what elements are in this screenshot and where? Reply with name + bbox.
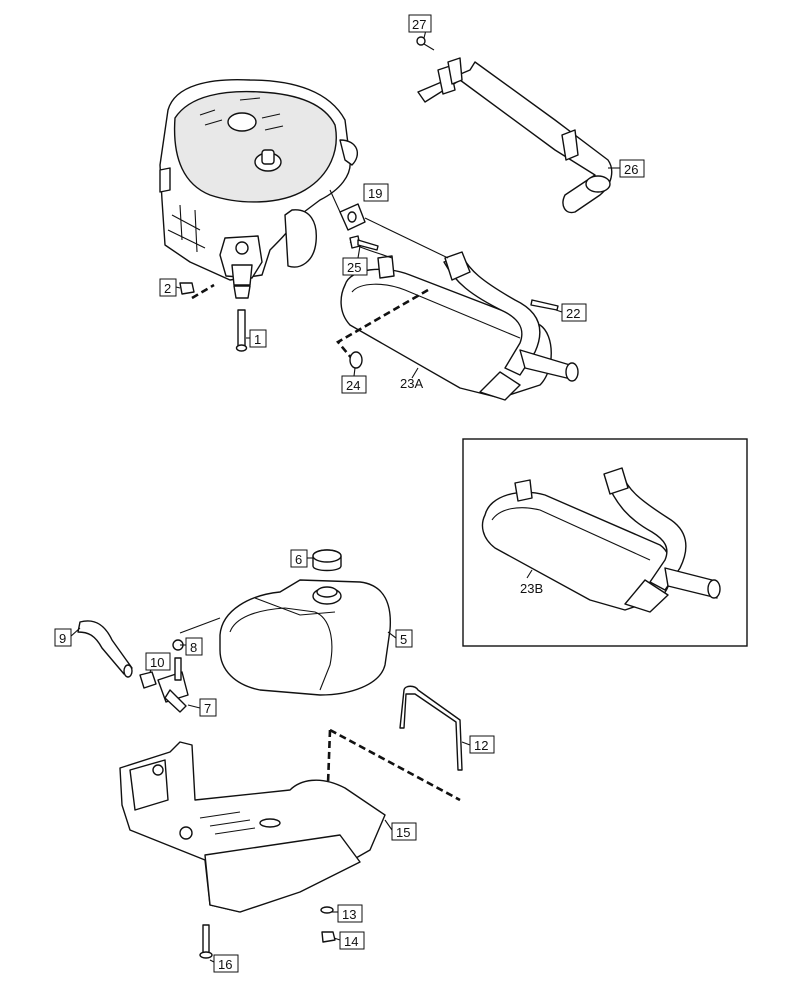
callout-23a: 23A [400, 376, 423, 391]
muffler-part-23a [340, 241, 579, 401]
callout-27: 27 [408, 14, 432, 33]
callout-15: 15 [391, 822, 417, 841]
callout-2: 2 [159, 278, 177, 297]
callout-14: 14 [339, 931, 365, 950]
bolt-part-1 [233, 285, 251, 352]
callout-12: 12 [469, 735, 495, 754]
engine [159, 78, 359, 286]
svg-text:15: 15 [396, 825, 410, 840]
callout-6: 6 [290, 549, 308, 568]
hose-clamp-part-10 [139, 671, 157, 689]
callout-10: 10 [145, 652, 171, 671]
svg-text:16: 16 [218, 957, 232, 972]
nut-part-14 [321, 931, 336, 943]
svg-text:23A: 23A [400, 376, 423, 391]
muffler-bracket-part-26 [417, 57, 613, 214]
nut-part-2 [179, 282, 215, 300]
bolt-part-22 [530, 299, 559, 311]
callout-24: 24 [341, 375, 367, 394]
svg-text:1: 1 [254, 332, 261, 347]
svg-text:19: 19 [368, 186, 382, 201]
callout-25: 25 [342, 257, 368, 276]
screw-part-16 [199, 924, 213, 959]
muffler-inset-box [462, 438, 748, 647]
svg-text:2: 2 [164, 281, 171, 296]
svg-text:24: 24 [346, 378, 360, 393]
screw-part-27 [416, 36, 435, 51]
callout-16: 16 [213, 954, 239, 973]
svg-text:26: 26 [624, 162, 638, 177]
svg-text:25: 25 [347, 260, 361, 275]
svg-text:22: 22 [566, 306, 580, 321]
callout-13: 13 [337, 904, 363, 923]
svg-text:13: 13 [342, 907, 356, 922]
callout-1: 1 [249, 329, 267, 348]
callout-19: 19 [363, 183, 389, 202]
callout-8: 8 [185, 637, 203, 656]
callout-9: 9 [54, 628, 72, 647]
svg-text:6: 6 [295, 552, 302, 567]
svg-text:12: 12 [474, 738, 488, 753]
svg-text:27: 27 [412, 17, 426, 32]
svg-text:7: 7 [204, 701, 211, 716]
fuel-cap-part-6 [312, 549, 342, 572]
tank-mount-part-15 [119, 741, 386, 913]
svg-text:9: 9 [59, 631, 66, 646]
callout-23b: 23B [520, 581, 543, 596]
svg-text:14: 14 [344, 934, 358, 949]
callout-5: 5 [395, 629, 413, 648]
svg-text:23B: 23B [520, 581, 543, 596]
washer-part-13 [320, 906, 334, 914]
fuel-hose-part-9 [77, 620, 133, 678]
svg-text:10: 10 [150, 655, 164, 670]
callout-26: 26 [619, 159, 645, 178]
fuel-tank-part-5 [219, 579, 392, 696]
nut-part-24 [336, 288, 429, 369]
fuel-line-part-12 [399, 685, 463, 771]
fuel-valve-part-7 [157, 657, 189, 713]
callout-22: 22 [561, 303, 587, 322]
svg-text:8: 8 [190, 640, 197, 655]
callout-7: 7 [199, 698, 217, 717]
leader-lines [69, 29, 620, 963]
svg-text:5: 5 [400, 632, 407, 647]
gasket-part-19 [329, 189, 449, 259]
